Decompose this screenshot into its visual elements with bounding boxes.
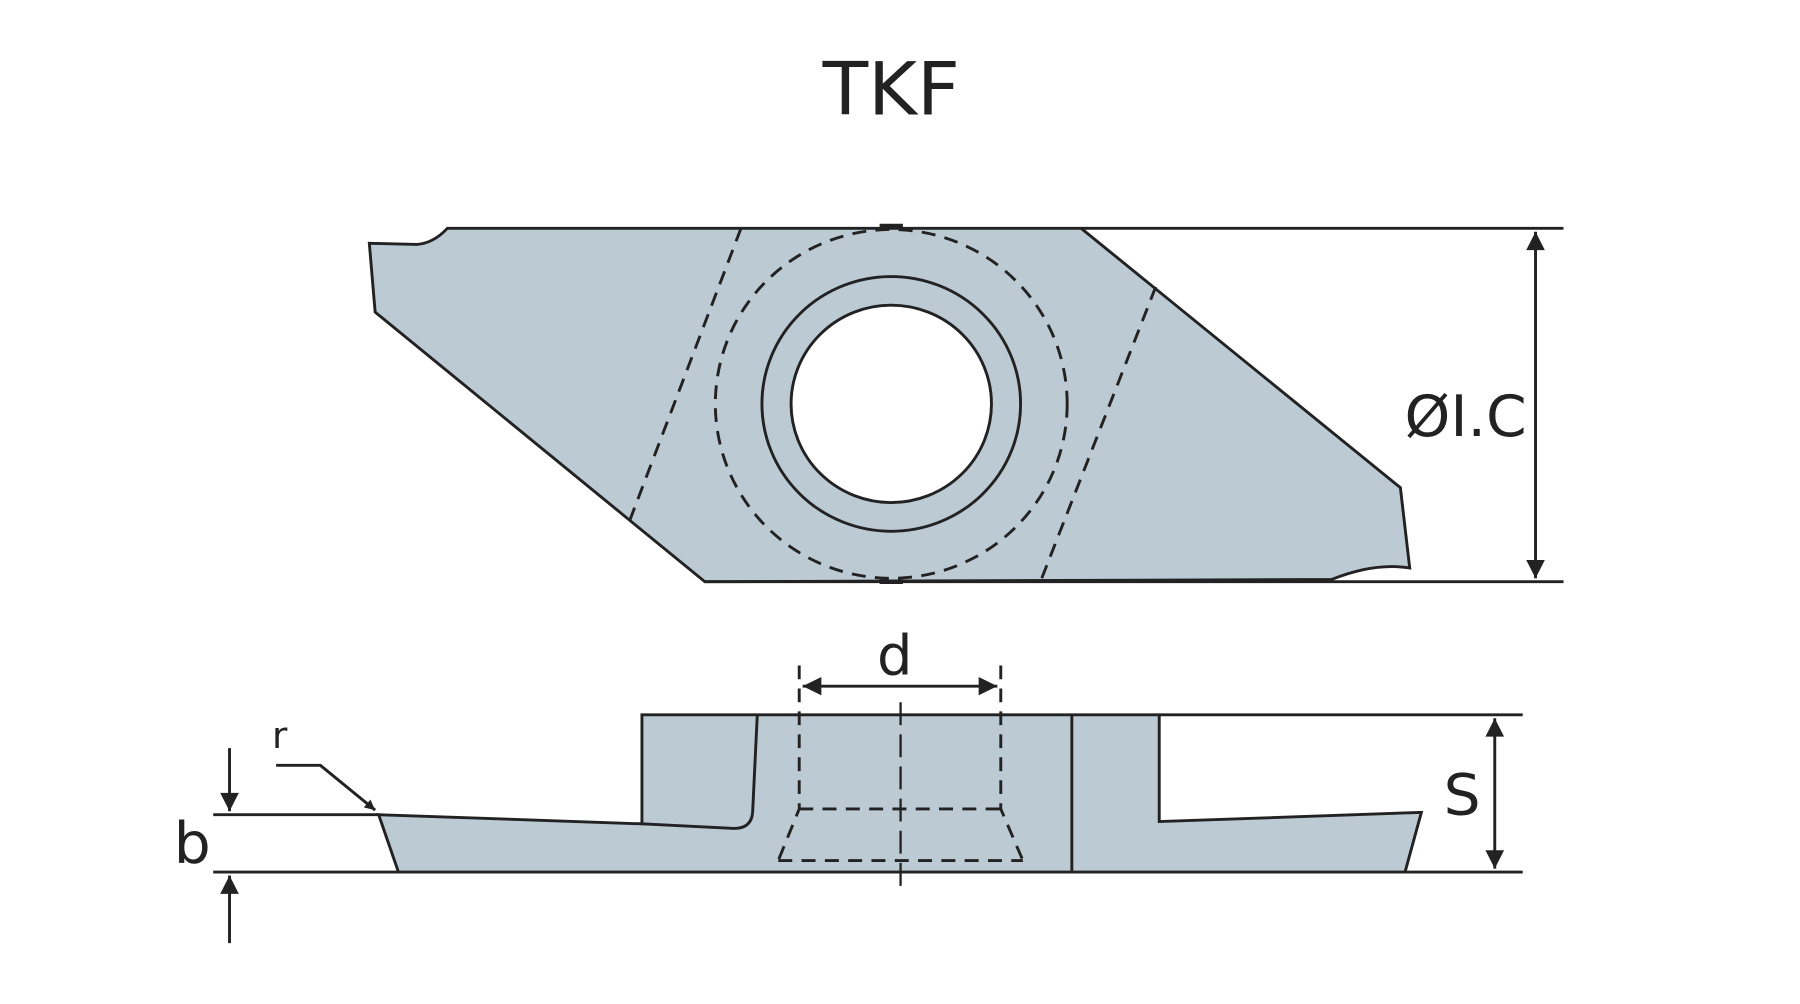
insert-outline-side xyxy=(376,713,1424,874)
r-leader-line xyxy=(276,763,377,812)
s-label: S xyxy=(1444,761,1481,828)
title: TKF xyxy=(822,47,960,132)
d-label: d xyxy=(877,624,913,689)
r-label: r xyxy=(272,714,288,757)
mounting-hole xyxy=(789,303,993,505)
countersink-circle xyxy=(760,275,1023,533)
hidden-lines xyxy=(627,227,1158,583)
b-label: b xyxy=(174,809,211,876)
insert-top-view xyxy=(367,223,1564,585)
ic-label: ØI.C xyxy=(1405,382,1527,449)
insert-side-view xyxy=(213,665,1523,944)
